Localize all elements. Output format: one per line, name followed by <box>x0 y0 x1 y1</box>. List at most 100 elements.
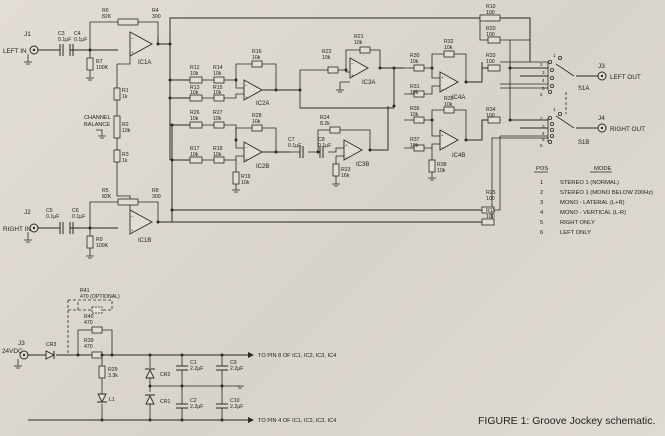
resistor-r7 <box>86 57 94 71</box>
ic2b-label: IC2B <box>256 164 269 170</box>
label-components-r4-0: R4 <box>152 8 159 14</box>
label-components-r14-0: R14 <box>213 65 223 71</box>
label-components-r19-1: 10k <box>241 180 250 186</box>
opamp-ic1b <box>129 209 153 235</box>
diodes <box>45 350 155 405</box>
resistor-r35 <box>443 106 455 114</box>
opamp-ic4a <box>439 71 459 93</box>
resistor-r2 <box>113 115 121 139</box>
label-components-r41-1: 470 (OPTIONAL) <box>80 294 120 300</box>
label-mode_table-rows-3-0: 4 <box>540 210 544 216</box>
label-components-r30-1: 10k <box>410 59 419 65</box>
pin-number-7: + <box>245 157 248 162</box>
labels: J1 LEFT IN J2 RIGHT IN J3 LEFT OUT J4 RI… <box>2 4 655 427</box>
label-components-r17-0: R17 <box>190 146 200 152</box>
label-components-r41-0: R41 <box>80 288 90 294</box>
label-components-c4-0: C4 <box>74 31 81 37</box>
capacitor-c9 <box>216 365 228 371</box>
resistor-r13 <box>189 94 203 102</box>
j3-out-label: J3 <box>598 63 605 70</box>
label-components-c8-1: 0.1µF <box>318 143 331 149</box>
balance-label-line2: BALANCE <box>84 122 110 128</box>
resistor-r15 <box>213 94 225 102</box>
resistor-r3 <box>113 149 121 163</box>
figure-caption: FIGURE 1: Groove Jockey schematic. <box>478 415 655 427</box>
resistor-r20 <box>487 36 501 44</box>
label-mode_table-rows-1-0: 2 <box>540 190 543 196</box>
label-components-c7-0: C7 <box>288 137 295 143</box>
label-mode_table-rows-5-1: LEFT ONLY <box>560 230 591 236</box>
left-out-label: LEFT OUT <box>610 74 641 81</box>
capacitor-c1 <box>176 365 188 371</box>
resistor-r1 <box>113 87 121 101</box>
balance-label-line1: CHANNEL <box>84 115 111 121</box>
pin-number-2: − <box>131 214 134 219</box>
label-components-r24-0: R24 <box>320 115 330 121</box>
led-l1 <box>97 393 107 404</box>
label-components-r21-1: 10k <box>354 40 363 46</box>
resistor-r5 <box>117 198 139 206</box>
ic1b-label: IC1B <box>138 238 151 244</box>
label-components-r31-1: 10k <box>410 90 419 96</box>
pin-number-170: 5 <box>542 137 545 142</box>
label-components-r2-1: 10k <box>122 128 131 134</box>
resistor-r24 <box>329 126 341 134</box>
resistor-r37 <box>413 144 425 152</box>
label-components-r38-0: R38 <box>437 162 447 168</box>
op-amps: −+ −+ −+ −+ −+ +− +− +− <box>129 31 459 235</box>
label-components-r6-1: 82K <box>102 14 112 20</box>
resistor-r19 <box>232 171 240 185</box>
label-components-r4-1: 300 <box>152 14 161 20</box>
capacitor-c4 <box>69 44 74 56</box>
pin-number-10: + <box>345 143 348 148</box>
label-components-r14-1: 10k <box>213 71 222 77</box>
j2-label: J2 <box>24 209 31 216</box>
label-components-r34-1: 100 <box>486 113 495 119</box>
label-components-c3-1: 0.1µF <box>58 37 71 43</box>
capacitor-c7 <box>299 146 304 158</box>
resistor-r28 <box>251 124 263 132</box>
resistor-r29 <box>98 365 106 379</box>
ic2a-label: IC2A <box>256 101 269 107</box>
label-components-r1-0: R1 <box>122 88 129 94</box>
label-components-r35-1: 10k <box>444 102 453 108</box>
right-in-label: RIGHT IN <box>3 226 31 233</box>
label-components-r32-1: 10k <box>444 45 453 51</box>
label-components-r7-1: 100K <box>96 65 109 71</box>
label-components-r23-1: 16k <box>341 173 350 179</box>
label-components-c2-1: 2.2µF <box>190 404 203 410</box>
label-components-r13-0: R13 <box>190 85 200 91</box>
resistor-r9 <box>86 235 94 249</box>
label-components-r36-1: 10k <box>410 112 419 118</box>
label-components-c1-1: 2.2µF <box>190 366 203 372</box>
capacitor-c8 <box>319 146 324 158</box>
resistor-r34 <box>487 116 501 124</box>
label-mode_table-rows-1-1: STEREO 1 (MONO BELOW 200Hz) <box>560 190 653 196</box>
pin-number-6: − <box>245 145 248 150</box>
label-components-r37-0: R37 <box>410 137 420 143</box>
pin-number-168: 3 <box>542 124 545 129</box>
resistor-r10 <box>479 14 501 22</box>
resistor-r18 <box>213 156 225 164</box>
pin-number-3: + <box>131 228 134 233</box>
mode-table-header-pos: POS <box>536 166 548 172</box>
pin-number-0: − <box>131 36 134 41</box>
label-components-r26-0: R26 <box>190 110 200 116</box>
s1a-label: S1A <box>578 86 589 92</box>
label-components-r34-0: R34 <box>486 107 496 113</box>
label-components-r19-0: R19 <box>241 174 251 180</box>
resistor-r27 <box>213 121 225 129</box>
label-components-r12-1: 10k <box>190 71 199 77</box>
label-components-c7-1: 0.1µF <box>288 143 301 149</box>
label-components-r15-1: 10k <box>213 90 222 96</box>
label-components-r11-0: R11 <box>486 208 495 214</box>
label-components-r16-1: 10k <box>252 55 261 61</box>
resistor-r40 <box>91 326 103 334</box>
junction-dots <box>76 42 512 422</box>
label-components-cr1: CR1 <box>160 399 170 405</box>
label-components-r23-0: R23 <box>341 167 351 173</box>
ic3a-label: IC3A <box>362 80 375 86</box>
resistor-r17 <box>189 156 203 164</box>
